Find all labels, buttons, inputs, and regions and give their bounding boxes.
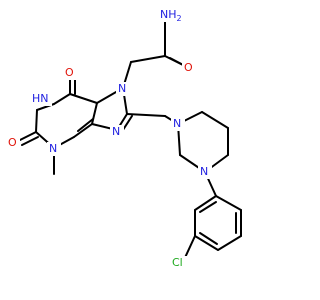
n7-label: N [118, 82, 126, 95]
c6-oxygen-label: O [65, 66, 74, 79]
n9-label: N [112, 125, 120, 138]
bond [77, 118, 94, 132]
mask [160, 8, 182, 22]
atom-label-layer: NH2 O N N O HN O N N N Cl [8, 8, 208, 269]
molecule-structure-canvas: NH2 O N N O HN O N N N Cl [6, 8, 242, 270]
label-mask-layer [6, 8, 212, 270]
chlorine-label: Cl [172, 256, 183, 269]
mask [198, 165, 212, 179]
mask [30, 92, 52, 106]
piperazine-n4-label: N [200, 165, 208, 178]
mask [63, 66, 77, 80]
bond [130, 55, 166, 63]
mask [182, 61, 196, 75]
bond-layer [19, 15, 242, 263]
bond [194, 235, 219, 251]
c2-oxygen-label: O [8, 136, 17, 149]
bond [69, 93, 98, 104]
mask [116, 82, 130, 96]
bond [217, 235, 242, 251]
amide-nh2-label: NH2 [160, 8, 182, 23]
piperazine-n1-label: N [173, 117, 181, 130]
bond [126, 113, 166, 117]
amide-n-subscript: 2 [177, 14, 182, 23]
bond [73, 123, 93, 138]
amide-oxygen-label: O [184, 61, 193, 74]
bond [21, 136, 39, 146]
bond [199, 232, 218, 245]
mask [47, 142, 61, 156]
n3-label: N [49, 142, 57, 155]
bond [53, 93, 71, 105]
mask [110, 125, 124, 139]
amide-n-text: NH [160, 8, 177, 21]
bond [215, 195, 242, 211]
mask [171, 117, 185, 131]
bond [19, 131, 37, 141]
n1-label: HN [32, 92, 49, 105]
bond [91, 102, 98, 125]
bond [199, 201, 217, 213]
bond [35, 109, 38, 133]
bond [201, 111, 229, 129]
bond [194, 195, 217, 211]
molecule-structure: NH2 O N N O HN O N N N Cl [6, 8, 242, 270]
mask [170, 256, 188, 270]
mask [6, 136, 20, 150]
